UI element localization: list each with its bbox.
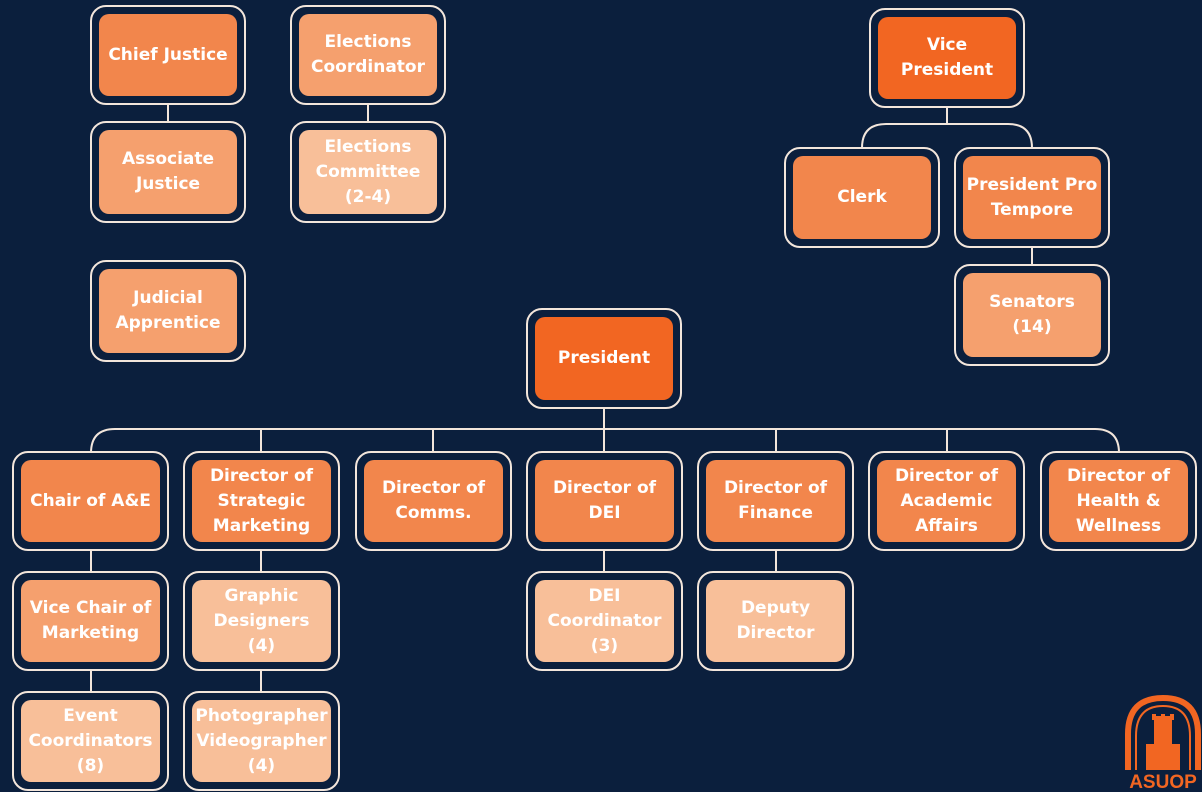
node-director-health-wellness: Director of Health & Wellness bbox=[1040, 451, 1197, 551]
node-director-health-wellness-label: Director of Health & Wellness bbox=[1066, 465, 1171, 536]
node-president-pro-tempore-fill: President Pro Tempore bbox=[963, 156, 1101, 239]
node-director-dei-fill: Director of DEI bbox=[535, 460, 674, 542]
node-director-health-wellness-fill: Director of Health & Wellness bbox=[1049, 460, 1188, 542]
node-photographer-videographer-fill: Photographer Videographer (4) bbox=[192, 700, 331, 782]
node-chief-justice-fill: Chief Justice bbox=[99, 14, 237, 96]
node-president-pro-tempore-label: President Pro Tempore bbox=[966, 174, 1098, 220]
node-president-label: President bbox=[557, 348, 651, 368]
node-elections-committee: Elections Committee (2-4) bbox=[290, 121, 446, 223]
node-judicial-apprentice-label: Judicial Apprentice bbox=[115, 288, 221, 333]
node-vice-president-fill: Vice President bbox=[878, 17, 1016, 99]
node-vice-president: Vice President bbox=[869, 8, 1025, 108]
logo-arch bbox=[1125, 694, 1201, 790]
node-director-comms-fill: Director of Comms. bbox=[364, 460, 503, 542]
node-elections-coordinator-fill: Elections Coordinator bbox=[299, 14, 437, 96]
node-director-finance-fill: Director of Finance bbox=[706, 460, 845, 542]
node-chief-justice: Chief Justice bbox=[90, 5, 246, 105]
node-senators: Senators (14) bbox=[954, 264, 1110, 366]
node-graphic-designers: Graphic Designers (4) bbox=[183, 571, 340, 671]
node-clerk: Clerk bbox=[784, 147, 940, 248]
node-vice-chair-marketing-label: Vice Chair of Marketing bbox=[29, 598, 152, 643]
node-photographer-videographer: Photographer Videographer (4) bbox=[183, 691, 340, 791]
node-director-comms: Director of Comms. bbox=[355, 451, 512, 551]
node-president-pro-tempore: President Pro Tempore bbox=[954, 147, 1110, 248]
node-deputy-director: Deputy Director bbox=[697, 571, 854, 671]
node-elections-committee-fill: Elections Committee (2-4) bbox=[299, 130, 437, 214]
node-clerk-label: Clerk bbox=[837, 187, 887, 207]
node-director-dei-label: Director of DEI bbox=[552, 478, 657, 523]
node-deputy-director-fill: Deputy Director bbox=[706, 580, 845, 662]
node-director-academic-affairs: Director of Academic Affairs bbox=[868, 451, 1025, 551]
node-vice-president-label: Vice President bbox=[900, 35, 994, 80]
node-associate-justice-label: Associate Justice bbox=[121, 149, 215, 194]
node-senators-fill: Senators (14) bbox=[963, 273, 1101, 357]
node-judicial-apprentice: Judicial Apprentice bbox=[90, 260, 246, 362]
node-event-coordinators-fill: Event Coordinators (8) bbox=[21, 700, 160, 782]
node-dei-coordinator-label: DEI Coordinator (3) bbox=[547, 585, 662, 656]
asuop-logo: ASUOP bbox=[1124, 694, 1202, 792]
node-associate-justice: Associate Justice bbox=[90, 121, 246, 223]
node-chair-ae-fill: Chair of A&E bbox=[21, 460, 160, 542]
node-president-fill: President bbox=[535, 317, 673, 400]
node-director-finance-label: Director of Finance bbox=[723, 478, 828, 523]
node-director-dei: Director of DEI bbox=[526, 451, 683, 551]
node-president: President bbox=[526, 308, 682, 409]
node-chair-ae: Chair of A&E bbox=[12, 451, 169, 551]
node-clerk-fill: Clerk bbox=[793, 156, 931, 239]
node-director-strategic-marketing: Director of Strategic Marketing bbox=[183, 451, 340, 551]
node-graphic-designers-label: Graphic Designers (4) bbox=[213, 585, 310, 656]
node-dei-coordinator-fill: DEI Coordinator (3) bbox=[535, 580, 674, 662]
logo-text: ASUOP bbox=[1129, 772, 1197, 792]
node-dei-coordinator: DEI Coordinator (3) bbox=[526, 571, 683, 671]
node-event-coordinators-label: Event Coordinators (8) bbox=[28, 705, 153, 776]
node-vice-chair-marketing-fill: Vice Chair of Marketing bbox=[21, 580, 160, 662]
node-photographer-videographer-label: Photographer Videographer (4) bbox=[195, 705, 328, 776]
node-director-finance: Director of Finance bbox=[697, 451, 854, 551]
tower-icon bbox=[1146, 714, 1180, 776]
node-director-strategic-marketing-label: Director of Strategic Marketing bbox=[209, 465, 314, 536]
node-director-strategic-marketing-fill: Director of Strategic Marketing bbox=[192, 460, 331, 542]
node-director-academic-affairs-fill: Director of Academic Affairs bbox=[877, 460, 1016, 542]
logo-text-band bbox=[1124, 770, 1202, 792]
node-deputy-director-label: Deputy Director bbox=[736, 598, 815, 643]
node-elections-coordinator: Elections Coordinator bbox=[290, 5, 446, 105]
edge-vp-branch bbox=[861, 123, 1033, 149]
node-senators-label: Senators (14) bbox=[989, 292, 1075, 337]
node-director-academic-affairs-label: Director of Academic Affairs bbox=[894, 465, 999, 536]
node-associate-justice-fill: Associate Justice bbox=[99, 130, 237, 214]
node-event-coordinators: Event Coordinators (8) bbox=[12, 691, 169, 791]
node-judicial-apprentice-fill: Judicial Apprentice bbox=[99, 269, 237, 353]
node-vice-chair-marketing: Vice Chair of Marketing bbox=[12, 571, 169, 671]
node-chief-justice-label: Chief Justice bbox=[108, 44, 228, 65]
node-graphic-designers-fill: Graphic Designers (4) bbox=[192, 580, 331, 662]
node-director-comms-label: Director of Comms. bbox=[381, 478, 486, 523]
logo-arch-inner bbox=[1135, 704, 1191, 790]
node-elections-coordinator-label: Elections Coordinator bbox=[311, 32, 425, 77]
node-elections-committee-label: Elections Committee (2-4) bbox=[315, 136, 421, 207]
node-chair-ae-label: Chair of A&E bbox=[30, 490, 151, 511]
